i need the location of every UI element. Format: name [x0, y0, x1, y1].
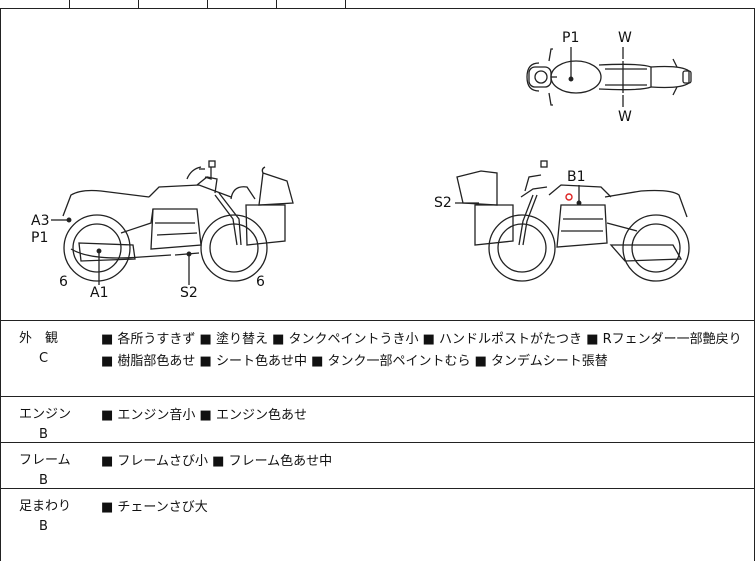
remarks-text: ■ チェーンさび大 — [101, 500, 208, 515]
remarks-text: ■ 各所うすきず ■ 塗り替え ■ タンクペイントうき小 ■ ハンドルポストがた… — [101, 332, 742, 369]
diagram-label: A1 — [90, 285, 108, 301]
previous-table-edge — [0, 0, 755, 9]
category-label: 外 観 — [19, 331, 59, 346]
category-label: エンジン — [19, 407, 72, 422]
diagram-label: A3 — [31, 213, 49, 229]
section-exterior: 外 観 C ■ 各所うすきず ■ 塗り替え ■ タンクペイントうき小 ■ ハンド… — [0, 320, 755, 396]
diagram-label: P1 — [31, 230, 48, 246]
diagram-label: P1 — [562, 30, 579, 46]
motorcycle-top-view — [526, 48, 692, 106]
damage-marker — [565, 193, 573, 201]
motorcycle-right-side-view — [456, 160, 690, 282]
grade-value: B — [39, 427, 48, 442]
diagram-label: 6 — [59, 274, 68, 290]
diagram-label: S2 — [180, 285, 198, 301]
remarks-text: ■ エンジン音小 ■ エンジン色あせ — [101, 408, 307, 423]
motorcycle-left-side-view — [62, 160, 294, 282]
grade-value: B — [39, 473, 48, 488]
remarks-text: ■ フレームさび小 ■ フレーム色あせ中 — [101, 454, 333, 469]
category-label: 足まわり — [19, 499, 72, 514]
category-label: フレーム — [19, 453, 71, 468]
section-frame: フレーム B ■ フレームさび小 ■ フレーム色あせ中 — [0, 442, 755, 488]
diagram-label: W — [618, 109, 632, 125]
diagram-label: 6 — [256, 274, 265, 290]
section-engine: エンジン B ■ エンジン音小 ■ エンジン色あせ — [0, 396, 755, 442]
damage-diagram: P1 W W — [0, 9, 755, 320]
grade-value: B — [39, 519, 48, 534]
diagram-label: B1 — [567, 169, 586, 185]
section-suspension: 足まわり B ■ チェーンさび大 — [0, 488, 755, 561]
diagram-label: W — [618, 30, 632, 46]
grade-value: C — [39, 351, 49, 366]
condition-table: 外 観 C ■ 各所うすきず ■ 塗り替え ■ タンクペイントうき小 ■ ハンド… — [0, 320, 755, 561]
diagram-label: S2 — [434, 195, 452, 211]
